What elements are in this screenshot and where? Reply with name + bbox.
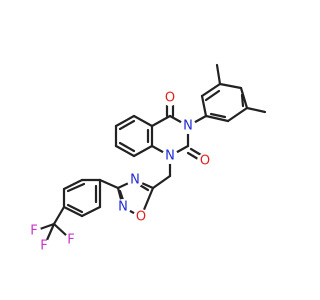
- bond: [215, 63, 222, 86]
- atom-label-bg: [115, 199, 131, 215]
- bond: [200, 94, 208, 118]
- bonds: [38, 63, 267, 242]
- atom-label-fluorine: F: [64, 233, 78, 248]
- bond: [118, 141, 136, 153]
- atom-label-fluorine: F: [37, 239, 51, 254]
- bond: [80, 205, 102, 218]
- bond: [45, 222, 56, 242]
- atom-symbol: N: [118, 200, 128, 215]
- atom-label-bg: [133, 209, 149, 225]
- bond: [114, 144, 136, 158]
- bond: [132, 114, 154, 128]
- bond: [240, 93, 245, 108]
- atom-symbol: F: [40, 239, 47, 254]
- atom-label-nitrogen: N: [180, 118, 196, 134]
- bond: [189, 147, 203, 157]
- atom-symbol: N: [183, 119, 193, 134]
- bond: [118, 119, 136, 131]
- bond: [66, 203, 84, 214]
- atom-symbol: N: [130, 173, 140, 188]
- bond: [114, 114, 136, 128]
- atom-label-fluorine: F: [27, 224, 41, 239]
- bond: [218, 82, 243, 90]
- bond: [66, 182, 86, 193]
- atom-label-bg: [162, 90, 178, 106]
- bond: [186, 151, 200, 161]
- atom-label-bg: [180, 118, 196, 134]
- bond: [151, 174, 172, 190]
- bond: [245, 106, 267, 114]
- atom-label-nitrogen: N: [115, 199, 131, 215]
- atom-symbol: O: [136, 210, 146, 225]
- bond: [200, 82, 222, 98]
- atom-label-oxygen: O: [162, 90, 178, 106]
- atom-symbol: F: [30, 224, 37, 239]
- atom-labels: O N O N N O N F: [27, 90, 213, 254]
- bond: [132, 144, 154, 158]
- bond: [226, 106, 249, 123]
- bond: [52, 205, 66, 226]
- bond: [98, 178, 120, 190]
- atom-label-bg: [27, 224, 41, 238]
- atom-label-nitrogen: N: [162, 148, 178, 164]
- molecule-diagram: O N O N N O N F: [27, 63, 267, 254]
- bond: [209, 112, 227, 119]
- atom-label-nitrogen: N: [127, 172, 143, 188]
- atom-symbol: N: [165, 149, 175, 164]
- bond: [150, 114, 172, 128]
- atom-label-oxygen: O: [133, 209, 149, 225]
- atom-label-bg: [64, 233, 78, 247]
- bond: [62, 178, 84, 191]
- atom-symbol: O: [200, 154, 210, 169]
- atom-label-bg: [197, 153, 213, 169]
- bond: [62, 205, 84, 218]
- atom-label-bg: [162, 148, 178, 164]
- bond: [204, 89, 221, 102]
- atom-label-bg: [37, 239, 51, 253]
- bond: [52, 222, 69, 238]
- bond: [38, 222, 56, 231]
- bond: [204, 114, 230, 123]
- atom-label-oxygen: O: [197, 153, 213, 169]
- atom-symbol: F: [67, 233, 74, 248]
- bond: [239, 86, 249, 110]
- atom-symbol: O: [165, 91, 175, 106]
- atom-label-bg: [127, 172, 143, 188]
